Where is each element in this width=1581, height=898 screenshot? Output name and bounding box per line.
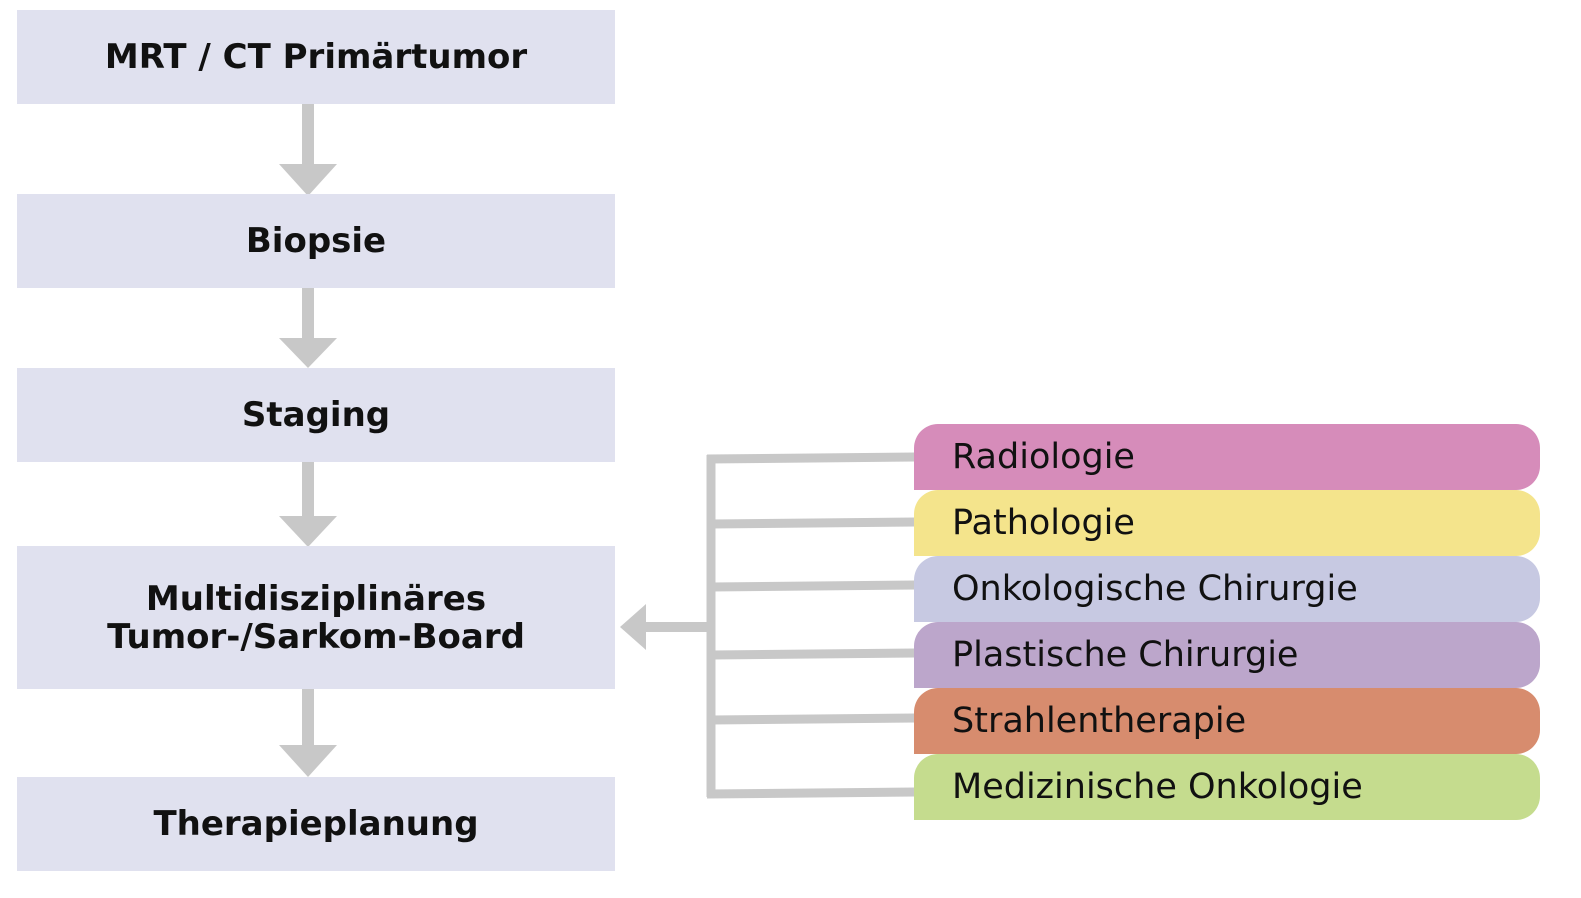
step-tumor-board: Multidisziplinäres Tumor-/Sarkom-Board [17,546,615,689]
flow-arrow-3 [279,462,337,547]
step-mrt-ct: MRT / CT Primärtumor [17,10,615,104]
discipline-strahlentherapie: Strahlentherapie [914,688,1540,754]
discipline-plastische-chirurgie: Plastische Chirurgie [914,622,1540,688]
step-biopsie: Biopsie [17,194,615,288]
discipline-onkologische-chirurgie: Onkologische Chirurgie [914,556,1540,622]
flow-arrow-4 [279,689,337,777]
flow-arrow-2 [279,288,337,368]
discipline-bracket [706,452,917,799]
discipline-pathologie: Pathologie [914,490,1540,556]
discipline-radiologie: Radiologie [914,424,1540,490]
discipline-medizinische-onkologie: Medizinische Onkologie [914,754,1540,820]
flow-arrow-1 [279,104,337,196]
board-input-arrow [620,604,710,650]
step-staging: Staging [17,368,615,462]
step-therapieplanung: Therapieplanung [17,777,615,871]
